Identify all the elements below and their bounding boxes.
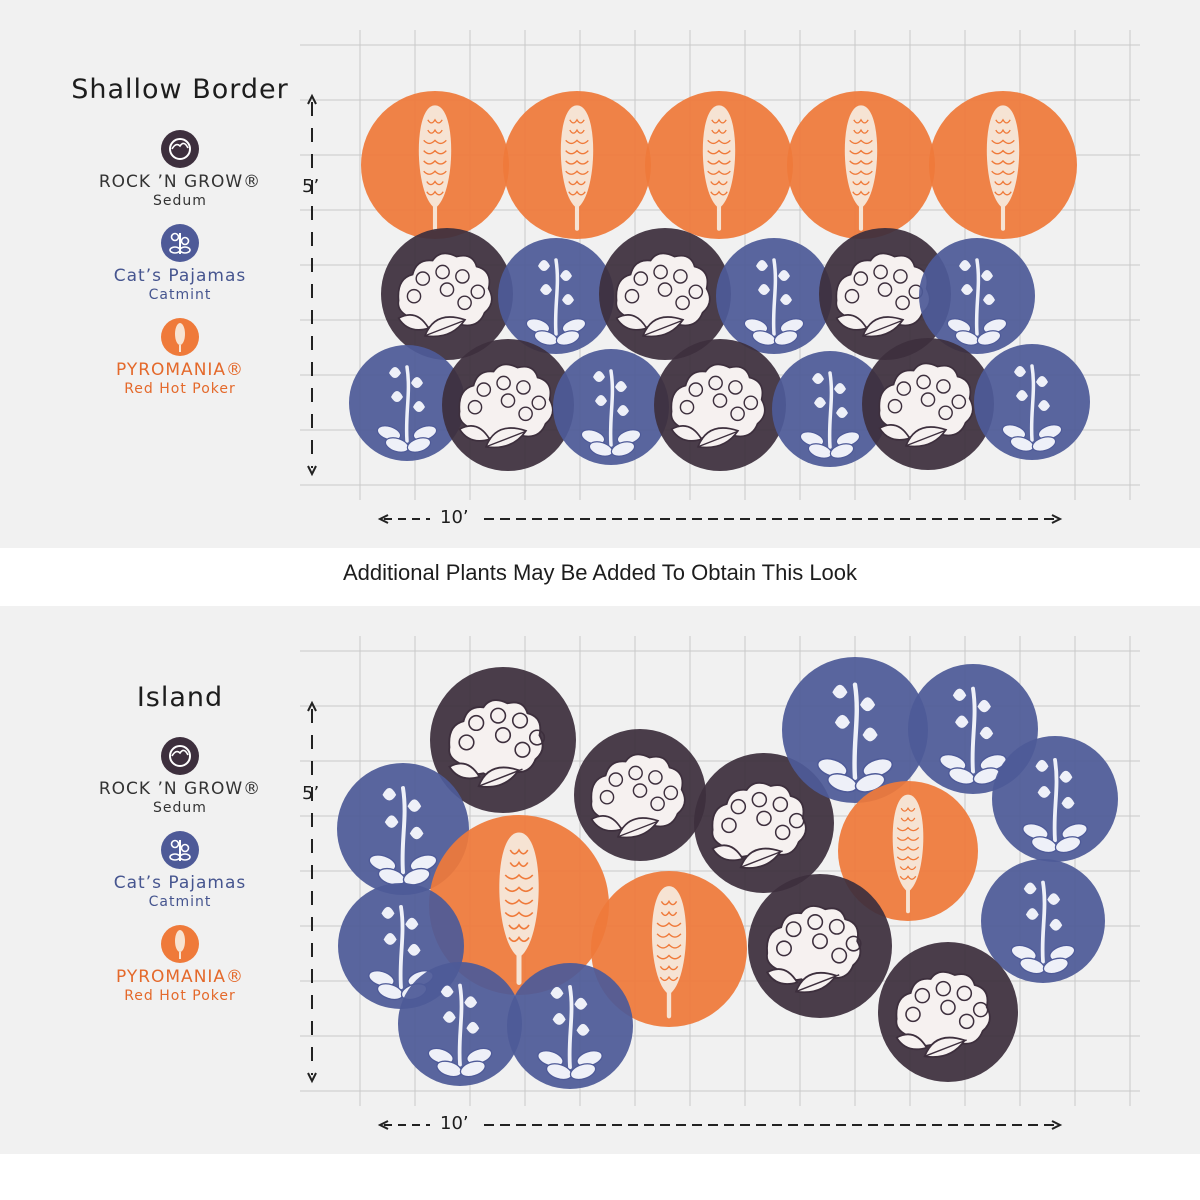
- legend-sub: Catmint: [148, 894, 212, 910]
- red-hot-poker-plant: [787, 91, 935, 239]
- sedum-plant: [574, 729, 706, 861]
- legend-sub: Sedum: [153, 193, 207, 209]
- sedum-plant: [748, 874, 892, 1018]
- catmint-plant: [337, 763, 469, 895]
- red-hot-poker-plant: [838, 781, 978, 921]
- legend-item-sedum: ROCK ’N GROW® Sedum: [40, 737, 320, 816]
- catmint-plant: [981, 859, 1105, 983]
- legend-name: PYROMANIA®: [115, 360, 245, 380]
- red-hot-poker-icon: [161, 318, 199, 356]
- island-panel: Island ROCK ’N GROW® Sedum Cat’s Pajamas…: [0, 606, 1200, 1154]
- catmint-plant: [498, 238, 614, 354]
- red-hot-poker-plant: [929, 91, 1077, 239]
- red-hot-poker-plant: [591, 871, 747, 1027]
- legend-item-catmint: Cat’s Pajamas Catmint: [40, 831, 320, 910]
- sedum-plant: [442, 339, 574, 471]
- sedum-icon: [161, 737, 199, 775]
- red-hot-poker-plant: [429, 815, 609, 995]
- layout-title: Island: [136, 682, 224, 713]
- sedum-plant: [381, 228, 513, 360]
- width-dimension-label: 10’: [440, 507, 469, 528]
- shallow-border-panel: Shallow Border ROCK ’N GROW® Sedum Cat’s…: [0, 0, 1200, 548]
- red-hot-poker-plant: [503, 91, 651, 239]
- catmint-plant: [553, 349, 669, 465]
- sedum-plant: [599, 228, 731, 360]
- catmint-plant: [919, 238, 1035, 354]
- layout-title: Shallow Border: [71, 74, 289, 105]
- catmint-plant: [507, 963, 633, 1089]
- red-hot-poker-plant: [645, 91, 793, 239]
- red-hot-poker-icon: [161, 925, 199, 963]
- shallow-border-plan: [300, 30, 1140, 524]
- legend-name: Cat’s Pajamas: [113, 266, 247, 286]
- red-hot-poker-plant: [361, 91, 509, 239]
- legend-name: PYROMANIA®: [115, 967, 245, 987]
- legend-name: ROCK ’N GROW®: [98, 172, 262, 192]
- catmint-plant: [782, 657, 928, 803]
- dimension-arrows: [307, 93, 1063, 524]
- catmint-plant: [772, 351, 888, 467]
- dimension-arrows: [307, 700, 1063, 1130]
- legend-item-sedum: ROCK ’N GROW® Sedum: [40, 130, 320, 209]
- catmint-plant: [716, 238, 832, 354]
- island-plan: [300, 636, 1140, 1130]
- sedum-plant: [694, 753, 834, 893]
- catmint-plant: [992, 736, 1118, 862]
- catmint-plant: [398, 962, 522, 1086]
- sedum-plant: [654, 339, 786, 471]
- legend-sub: Red Hot Poker: [124, 381, 236, 397]
- catmint-plant: [974, 344, 1090, 460]
- additional-plants-note: Additional Plants May Be Added To Obtain…: [342, 560, 858, 585]
- catmint-icon: [161, 831, 199, 869]
- legend-name: Cat’s Pajamas: [113, 873, 247, 893]
- legend-item-red-hot-poker: PYROMANIA® Red Hot Poker: [40, 318, 320, 397]
- legend-name: ROCK ’N GROW®: [98, 779, 262, 799]
- legend-sub: Red Hot Poker: [124, 988, 236, 1004]
- catmint-icon: [161, 224, 199, 262]
- legend-item-catmint: Cat’s Pajamas Catmint: [40, 224, 320, 303]
- sedum-plant: [430, 667, 576, 813]
- sedum-plant: [862, 338, 994, 470]
- height-dimension-label: 5’: [302, 176, 320, 197]
- sedum-icon: [161, 130, 199, 168]
- width-dimension-label: 10’: [440, 1113, 469, 1134]
- height-dimension-label: 5’: [302, 783, 320, 804]
- legend-sub: Catmint: [148, 287, 212, 303]
- legend-item-red-hot-poker: PYROMANIA® Red Hot Poker: [40, 925, 320, 1004]
- legend-sub: Sedum: [153, 800, 207, 816]
- catmint-plant: [349, 345, 465, 461]
- sedum-plant: [878, 942, 1018, 1082]
